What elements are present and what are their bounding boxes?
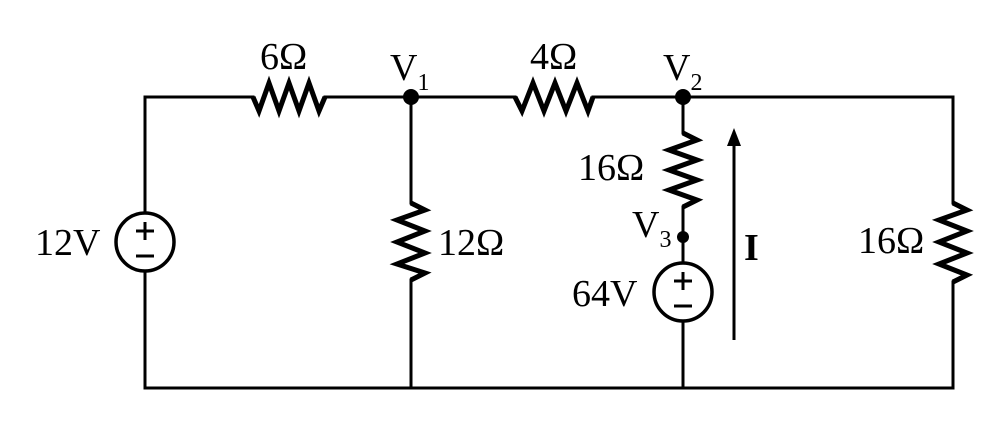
label-resistor-16-ohm-middle: 16Ω [578,147,644,189]
label-source-64v: 64V [572,273,638,315]
node-v1-dot [403,89,419,105]
voltage-source-12v [114,211,176,273]
resistor-16-ohm-middle [661,130,705,210]
label-resistor-4-ohm: 4Ω [530,36,577,78]
label-node-v2: V2 [663,47,702,96]
source-12v-circle [114,211,176,273]
label-resistor-6-ohm: 6Ω [260,36,307,78]
source-64v-circle [652,261,714,323]
resistor-4-ohm [512,76,596,119]
label-resistor-16-ohm-right: 16Ω [858,220,924,262]
label-node-v3: V3 [632,204,671,253]
current-arrow [727,128,741,340]
arrow-head-icon [727,128,741,146]
label-source-12v: 12V [35,222,101,264]
resistor-12-ohm [389,200,432,283]
node-v3-dot [677,231,689,243]
current-label: I [744,227,759,269]
voltage-source-64v [652,261,714,323]
label-node-v1: V1 [390,47,429,96]
node-v2-dot [675,89,691,105]
wires [143,95,955,390]
resistor-6-ohm [250,75,328,119]
label-resistor-12-ohm: 12Ω [438,222,504,264]
resistor-16-ohm-right [931,200,974,285]
